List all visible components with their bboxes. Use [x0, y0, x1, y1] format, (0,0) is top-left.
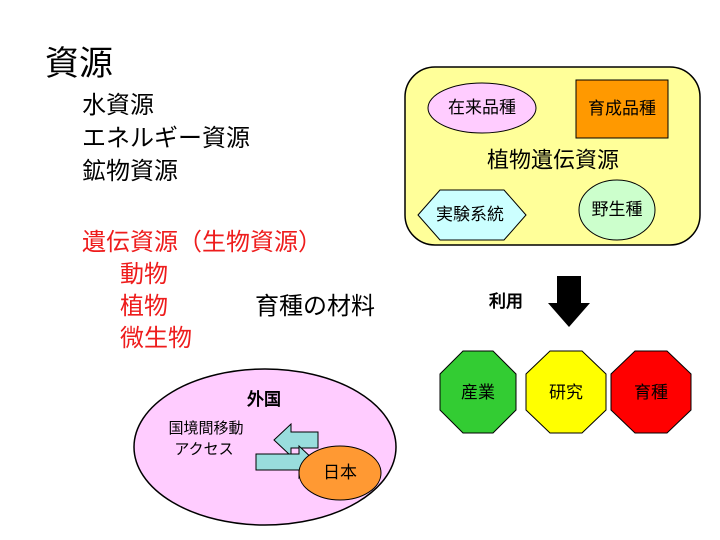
genetic-item-microbe: 微生物 [120, 324, 192, 352]
wild-species-label: 野生種 [592, 200, 643, 220]
research-label: 研究 [549, 383, 583, 403]
breeding-octagon [610, 350, 692, 434]
resource-energy: エネルギー資源 [82, 124, 250, 152]
access-label: アクセス [174, 440, 233, 458]
resource-water: 水資源 [82, 91, 154, 119]
foreign-country-label: 外国 [247, 389, 281, 410]
plant-genetic-resources-title: 植物遺伝資源 [487, 149, 619, 174]
breeding-material-note: 育種の材料 [255, 292, 375, 320]
resources-title: 資源 [45, 44, 113, 84]
landrace-label: 在来品種 [448, 98, 516, 118]
landrace-ellipse [427, 82, 537, 134]
experimental-line-hexagon [417, 189, 527, 241]
genetic-item-animal: 動物 [120, 260, 168, 288]
usage-label: 利用 [489, 291, 523, 312]
research-octagon [525, 350, 607, 434]
bred-variety-box [575, 79, 669, 139]
industry-label: 産業 [461, 383, 495, 403]
genetic-item-plant: 植物 [120, 292, 168, 320]
resource-mineral: 鉱物資源 [82, 157, 178, 185]
bred-variety-label: 育成品種 [588, 99, 656, 119]
cross-border-movement-label: 国境間移動 [168, 419, 243, 437]
down-arrow-icon [548, 276, 590, 327]
genetic-resources-title: 遺伝資源（生物資源） [82, 228, 322, 256]
experimental-line-label: 実験系統 [436, 205, 504, 225]
japan-label: 日本 [323, 463, 357, 483]
wild-species-ellipse [578, 179, 656, 241]
industry-octagon [439, 350, 517, 434]
japan-ellipse [298, 445, 382, 501]
breeding-label: 育種 [634, 383, 668, 403]
